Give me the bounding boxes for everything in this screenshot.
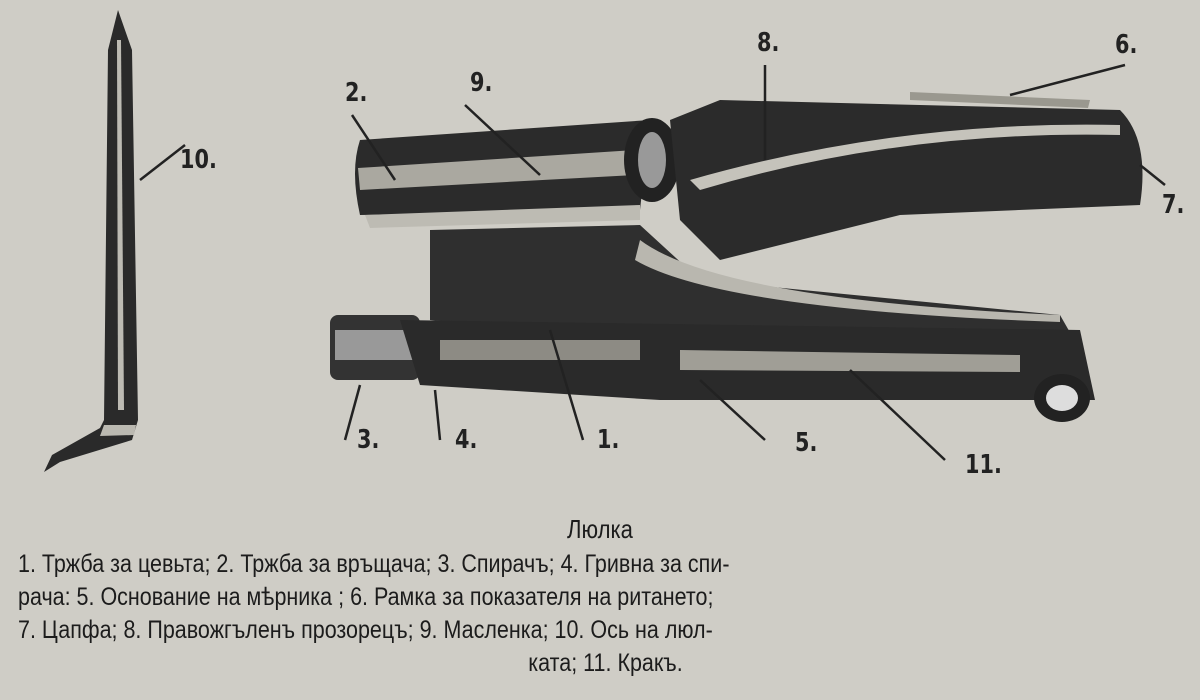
callout-7: 7.	[1162, 190, 1185, 220]
callout-1: 1.	[597, 425, 620, 455]
callout-10: 10.	[180, 145, 217, 175]
callout-leader-lines	[139, 63, 1166, 461]
callout-8: 8.	[757, 28, 780, 58]
callout-3: 3.	[357, 425, 380, 455]
cradle-body-drawing	[330, 92, 1143, 422]
caption-line: ката; 11. Кракъ.	[528, 649, 683, 677]
caption-line: 7. Цапфа; 8. Правожгъленъ прозорецъ; 9. …	[18, 616, 713, 644]
callout-5: 5.	[795, 428, 818, 458]
caption-line: рача: 5. Основание на мѣрника ; 6. Рамка…	[18, 583, 714, 611]
callout-6: 6.	[1115, 30, 1138, 60]
caption-line: 1. Тржба за цевьта; 2. Тржба за връщача;…	[18, 550, 730, 578]
callout-9: 9.	[470, 68, 493, 98]
cradle-axle-drawing	[44, 10, 138, 472]
callout-2: 2.	[345, 78, 368, 108]
callout-4: 4.	[455, 425, 478, 455]
caption-legend: 1. Тржба за цевьта; 2. Тржба за връщача;…	[18, 548, 1193, 680]
callout-11: 11.	[965, 450, 1002, 480]
cradle-illustration	[44, 10, 1166, 472]
caption-title: Люлка	[567, 514, 633, 544]
